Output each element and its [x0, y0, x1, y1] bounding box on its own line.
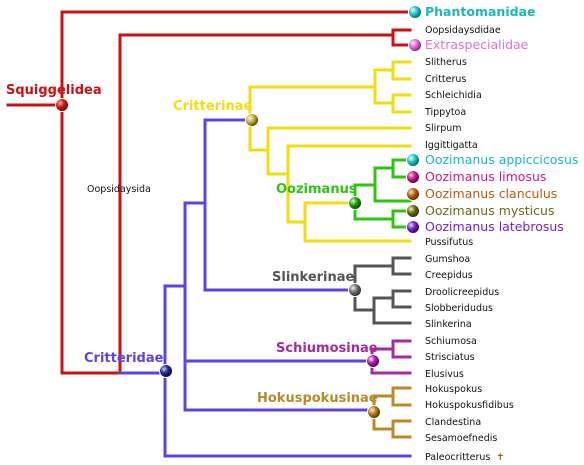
- leaf-oozimanus-mysticus: Oozimanus mysticus: [425, 203, 554, 218]
- leaf-gumshoa: Gumshoa: [425, 254, 470, 265]
- node-oozimanus: [348, 196, 362, 210]
- node-markers: [55, 5, 422, 419]
- node-hokuspokusinae: [367, 405, 381, 419]
- label-oozimanus: Oozimanus: [276, 182, 357, 197]
- leaf-schleichidia: Schleichidia: [425, 90, 482, 101]
- node-oozimanus-limosus: [406, 170, 420, 184]
- leaf-paleocritterus-name: Paleocritterus: [425, 452, 490, 463]
- node-oozimanus-appiccicosus: [406, 153, 420, 167]
- label-squiggelidea: Squiggelidea: [6, 83, 102, 98]
- leaf-oozimanus-latebrosus: Oozimanus latebrosus: [425, 219, 564, 234]
- node-oozimanus-latebrosus: [406, 220, 420, 234]
- leaf-oopsidaysdidae: Oopsidaysdidae: [425, 25, 501, 36]
- leaf-hokuspokus: Hokuspokus: [425, 384, 482, 395]
- leaf-creepidus: Creepidus: [425, 270, 473, 281]
- leaf-phantomanidae: Phantomanidae: [425, 4, 535, 19]
- leaf-critterus: Critterus: [425, 74, 466, 85]
- leaf-slitherus: Slitherus: [425, 57, 467, 68]
- branches-slinkerinae: [353, 256, 412, 325]
- leaf-pussifutus: Pussifutus: [425, 237, 473, 248]
- node-extraspecialidae: [408, 38, 422, 52]
- leaf-clandestina: Clandestina: [425, 417, 481, 428]
- node-oozimanus-mysticus: [406, 204, 420, 218]
- node-squiggelidea: [55, 98, 69, 112]
- node-oozimanus-clanculus: [406, 187, 420, 201]
- leaf-slirpum: Slirpum: [425, 123, 462, 134]
- leaf-oozimanus-appiccicosus: Oozimanus appiccicosus: [425, 152, 578, 167]
- branches-squiggelidea: [6, 10, 412, 375]
- label-schiumosinae: Schiumosinae: [276, 341, 378, 356]
- leaf-extraspecialidae: Extraspecialidae: [425, 37, 529, 52]
- label-critteridae: Critteridae: [84, 351, 164, 366]
- leaf-schiumosa: Schiumosa: [425, 336, 477, 347]
- extinct-dagger-icon: ✝: [496, 452, 504, 463]
- leaf-elusivus: Elusivus: [425, 369, 464, 380]
- leaf-strisciatus: Strisciatus: [425, 352, 475, 363]
- leaf-paleocritterus: Paleocritterus ✝: [425, 452, 504, 463]
- branches-critterinae: [248, 60, 412, 243]
- node-critteridae: [159, 364, 173, 378]
- leaf-oozimanus-clanculus: Oozimanus clanculus: [425, 186, 557, 201]
- leaf-tippytoa: Tippytoa: [424, 107, 466, 118]
- node-schiumosinae: [366, 354, 380, 368]
- leaf-slinkerina: Slinkerina: [425, 319, 472, 330]
- label-hokuspokusinae: Hokuspokusinae: [257, 391, 378, 406]
- node-critterinae: [245, 113, 259, 127]
- branches-oozimanus: [353, 158, 412, 229]
- label-critterinae: Critterinae: [173, 99, 253, 114]
- leaf-oozimanus-limosus: Oozimanus limosus: [425, 169, 546, 184]
- node-phantomanidae: [408, 5, 422, 19]
- node-slinkerinae: [348, 283, 362, 297]
- label-oopsidaysida: Oopsidaysida: [87, 184, 151, 195]
- label-slinkerinae: Slinkerinae: [272, 270, 355, 285]
- leaf-droolicreepidus: Droolicreepidus: [425, 287, 499, 298]
- leaf-hokuspokusfidibus: Hokuspokusfidibus: [425, 400, 514, 411]
- leaf-slobberidudus: Slobberidudus: [425, 303, 493, 314]
- leaf-iggittigatta: Iggittigatta: [425, 140, 478, 151]
- leaf-sesamoefnedis: Sesamoefnedis: [425, 433, 497, 444]
